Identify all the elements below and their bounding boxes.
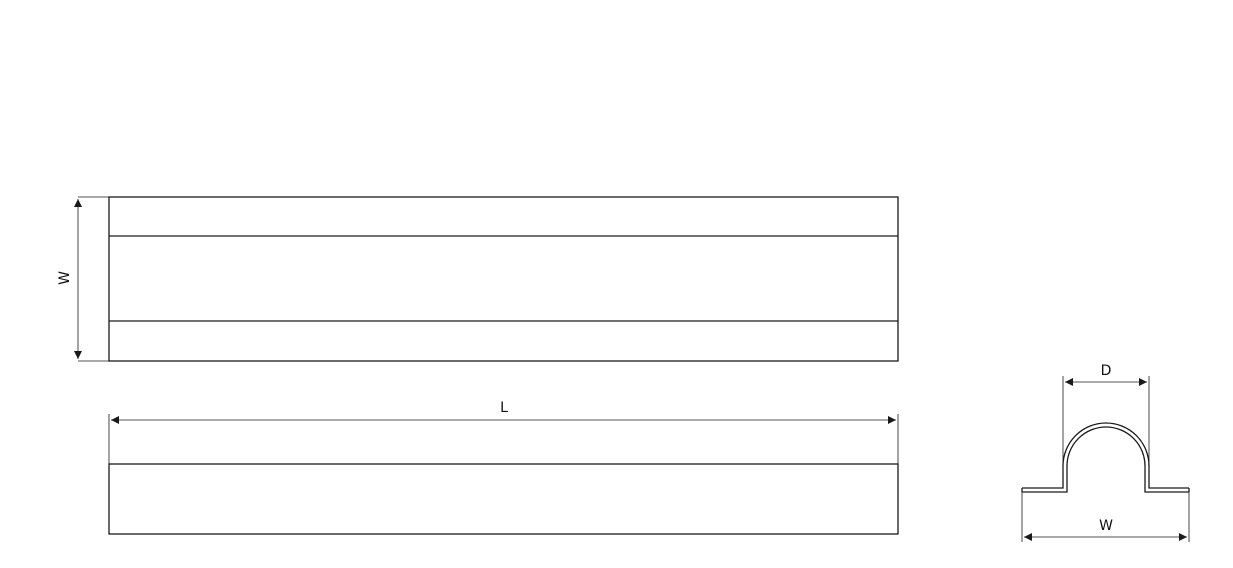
profile-view: D W (1021, 363, 1190, 542)
length-label: L (500, 400, 508, 416)
side-view: L (108, 400, 899, 535)
side-view-outline (108, 463, 899, 535)
top-width-label: W (57, 271, 73, 285)
top-view: W (57, 196, 899, 362)
top-view-outline (108, 196, 899, 362)
diameter-label: D (1101, 363, 1112, 379)
profile-outer-contour (1022, 422, 1189, 489)
profile-width-label: W (1099, 518, 1113, 534)
profile-inner-contour (1022, 426, 1189, 493)
